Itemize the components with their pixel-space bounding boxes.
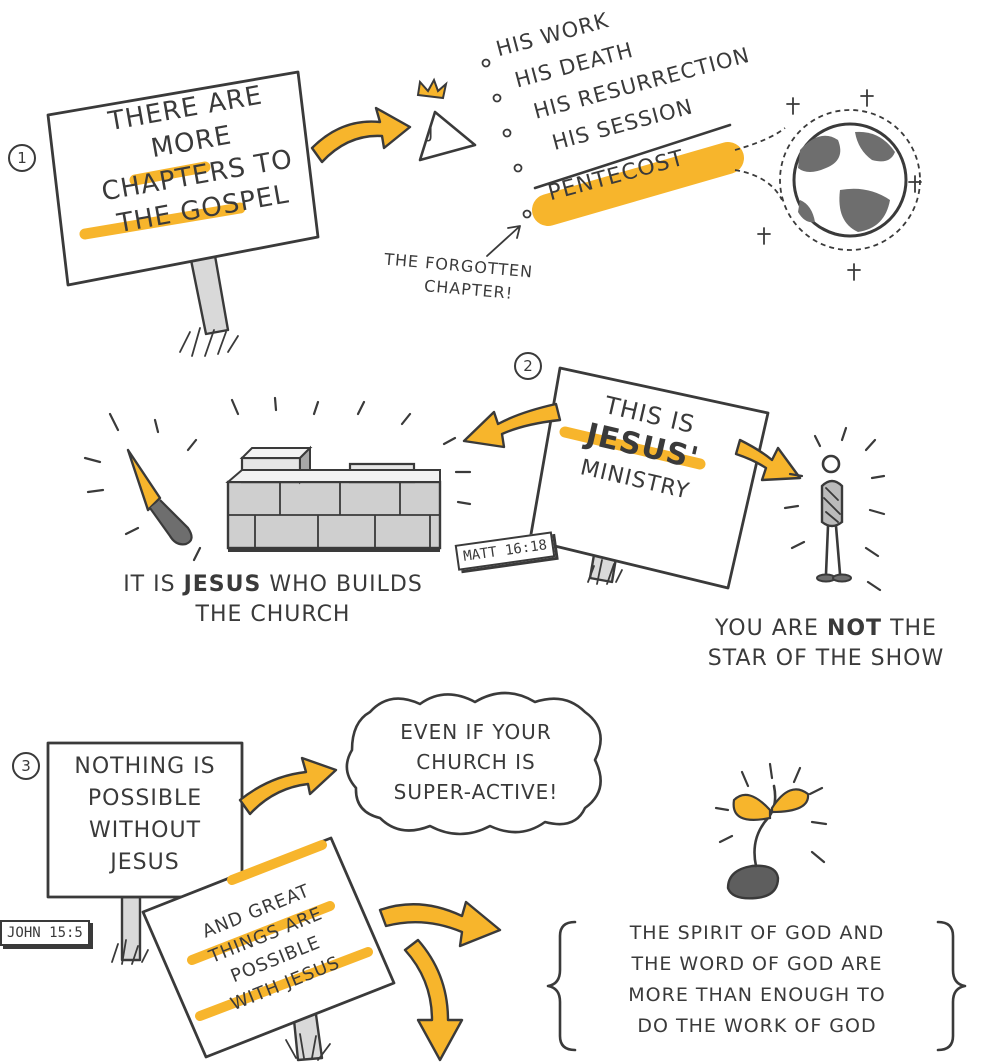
star-strong: NOT bbox=[827, 616, 882, 641]
cloud-line1: EVEN IF YOUR bbox=[356, 722, 596, 742]
arrow-sign1-to-list bbox=[312, 108, 410, 162]
builds-post: WHO BUILDS bbox=[269, 572, 422, 597]
brick-wall-icon bbox=[228, 448, 440, 552]
builds-strong: JESUS bbox=[184, 572, 262, 597]
star-caption: YOU ARE NOT THE STAR OF THE SHOW bbox=[676, 618, 976, 670]
globe-icon bbox=[780, 110, 920, 250]
star-post: THE bbox=[890, 616, 937, 641]
star-pre: YOU ARE bbox=[715, 616, 819, 641]
section-number-3: 3 bbox=[12, 752, 40, 780]
person-icon bbox=[817, 456, 851, 582]
spirit-line4: DO THE WORK OF GOD bbox=[572, 1017, 942, 1036]
sign1-post bbox=[180, 250, 238, 356]
crown-letter: J bbox=[428, 124, 434, 142]
reference-john: JOHN 15:5 bbox=[0, 920, 90, 946]
brace-left bbox=[548, 922, 575, 1050]
sign3-line3: WITHOUT bbox=[48, 820, 242, 842]
builds-pre: IT IS bbox=[123, 572, 175, 597]
arrow-sign3-to-cloud bbox=[240, 758, 336, 814]
forgotten-arrow bbox=[487, 226, 520, 256]
star-line2: STAR OF THE SHOW bbox=[676, 648, 976, 670]
sign3-text: NOTHING IS POSSIBLE WITHOUT JESUS bbox=[48, 756, 242, 874]
sign3-line4: JESUS bbox=[48, 852, 242, 874]
spirit-line1: THE SPIRIT OF GOD AND bbox=[572, 924, 942, 943]
builds-line2: THE CHURCH bbox=[88, 604, 458, 626]
sign3-post bbox=[112, 897, 148, 964]
arrow-sign4-down bbox=[405, 940, 462, 1060]
brace-right bbox=[938, 922, 965, 1050]
cloud-line3: SUPER-ACTIVE! bbox=[356, 782, 596, 802]
sprout-icon bbox=[728, 786, 808, 898]
cloud-text: EVEN IF YOUR CHURCH IS SUPER-ACTIVE! bbox=[356, 722, 596, 802]
sign3-line1: NOTHING IS bbox=[48, 756, 242, 778]
spirit-text: THE SPIRIT OF GOD AND THE WORD OF GOD AR… bbox=[572, 924, 942, 1036]
section-number-2: 2 bbox=[514, 352, 542, 380]
section-number-1: 1 bbox=[8, 144, 36, 172]
arrow-sign4-right bbox=[380, 902, 500, 946]
sign3-line2: POSSIBLE bbox=[48, 788, 242, 810]
trowel-icon bbox=[128, 450, 192, 544]
spirit-line2: THE WORD OF GOD ARE bbox=[572, 955, 942, 974]
spirit-line3: MORE THAN ENOUGH TO bbox=[572, 986, 942, 1005]
builds-caption: IT IS JESUS WHO BUILDS THE CHURCH bbox=[88, 574, 458, 626]
crown-triangle-icon bbox=[418, 80, 475, 160]
cloud-line2: CHURCH IS bbox=[356, 752, 596, 772]
